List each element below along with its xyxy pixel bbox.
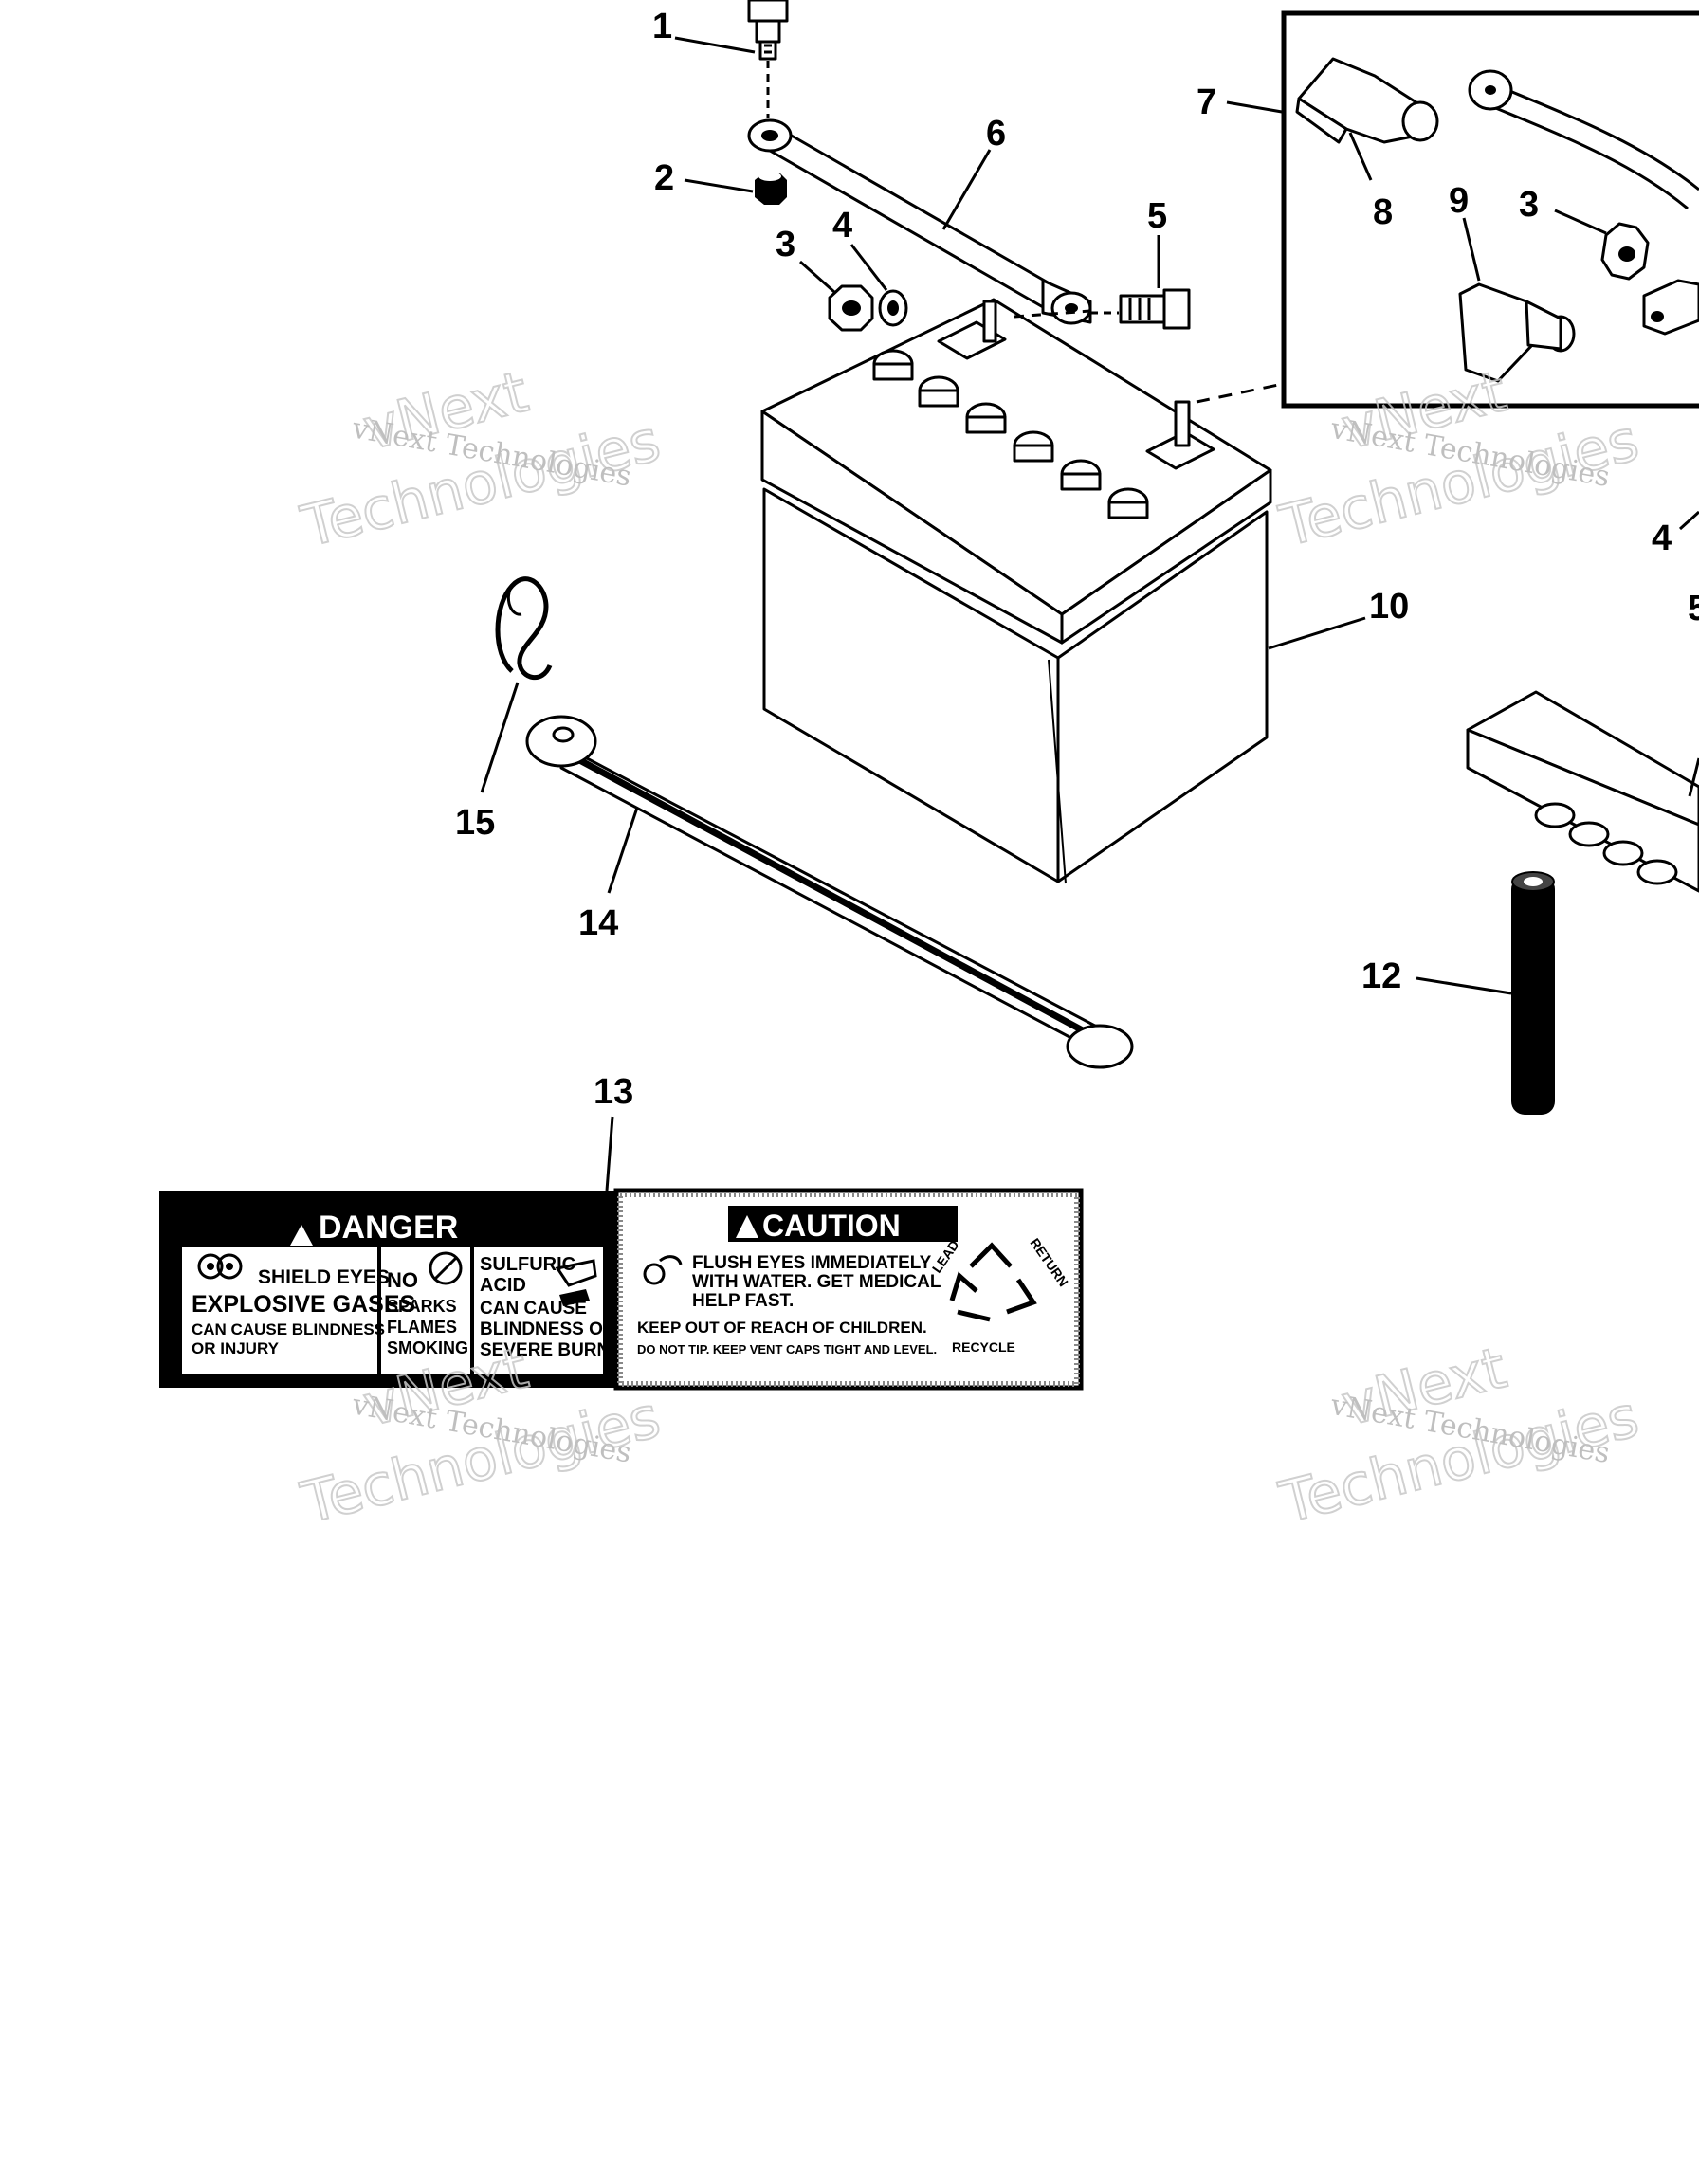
no-smoking-icon	[429, 1251, 463, 1285]
part-13-warning-decal: DANGER SHIELD EYES EXPLOSIVE GASES CAN C…	[159, 1188, 1084, 1391]
danger-panel2-line3: FLAMES	[387, 1318, 457, 1337]
caution-line3: HELP FAST.	[692, 1291, 794, 1311]
callout-6: 6	[986, 114, 1006, 154]
part-5-bolt	[1090, 288, 1191, 330]
danger-panel1-line1: SHIELD EYES	[258, 1266, 390, 1288]
leader-line-6	[941, 149, 992, 230]
callout-12: 12	[1361, 956, 1401, 996]
danger-panel2-line1: NO	[387, 1268, 418, 1292]
leader-line-4b	[1678, 510, 1699, 531]
callout-5b: 5	[1688, 589, 1699, 628]
leader-line-13	[605, 1116, 614, 1192]
callout-4a: 4	[832, 206, 852, 246]
caution-line5: DO NOT TIP. KEEP VENT CAPS TIGHT AND LEV…	[637, 1342, 937, 1356]
callout-5a: 5	[1147, 196, 1167, 236]
callout-3b: 3	[1519, 185, 1539, 225]
callout-13: 13	[594, 1072, 633, 1112]
caution-line1: FLUSH EYES IMMEDIATELY	[692, 1253, 932, 1273]
part-9-terminal-boot	[1458, 282, 1576, 383]
eye-wash-icon	[643, 1255, 683, 1285]
part-11-hold-down-partial	[1466, 690, 1699, 893]
callout-7: 7	[1197, 82, 1216, 122]
danger-panel1-line2: EXPLOSIVE GASES	[192, 1291, 415, 1318]
danger-panel3-line2: ACID	[480, 1275, 526, 1296]
watermark-bottom-right: vNext Technologies vNext Technologies	[1272, 1334, 1646, 1538]
battery-vent-caps	[872, 349, 1149, 519]
caution-header: CAUTION	[762, 1209, 901, 1243]
caution-line2: WITH WATER. GET MEDICAL	[692, 1272, 941, 1292]
danger-panel3-line5: SEVERE BURNS	[480, 1340, 622, 1360]
caution-line4: KEEP OUT OF REACH OF CHILDREN.	[637, 1319, 927, 1337]
leader-line-3a	[799, 260, 835, 294]
callout-15: 15	[455, 803, 495, 843]
leader-line-10	[1268, 616, 1366, 650]
leader-line-9	[1462, 217, 1481, 282]
part-2-nut	[755, 172, 787, 205]
danger-panel3-line3: CAN CAUSE	[480, 1299, 587, 1319]
danger-eye-icon	[197, 1253, 243, 1280]
leader-line-7	[1226, 100, 1283, 114]
callout-14: 14	[578, 903, 618, 943]
callout-10: 10	[1369, 587, 1409, 627]
recycle-label-bottom: RECYCLE	[952, 1339, 1015, 1355]
danger-panel1-line4: OR INJURY	[192, 1339, 280, 1357]
callout-3a: 3	[776, 225, 795, 264]
leader-line-8	[1348, 132, 1373, 181]
recycle-icon	[949, 1242, 1037, 1322]
leader-line-4a	[850, 244, 888, 291]
danger-panel2-line2: SPARKS	[387, 1297, 457, 1316]
part-6-battery-cable	[747, 118, 1092, 325]
part-10-battery	[760, 298, 1272, 884]
danger-panel3-line4: BLINDNESS OR	[480, 1320, 616, 1339]
watermark-top-left: vNext Technologies vNext Technologies	[294, 358, 667, 562]
connector-dash-2	[1014, 309, 1091, 318]
leader-line-3b	[1554, 209, 1607, 235]
part-15-s-hook	[495, 576, 553, 680]
watermark-bottom-left: vNext Technologies vNext Technologies	[294, 1335, 667, 1538]
part-8-terminal-boot	[1295, 57, 1439, 144]
part-3-flange-nut	[828, 284, 874, 332]
leader-line-2	[684, 178, 754, 193]
leader-line-15	[480, 682, 520, 793]
part-4-lock-washer	[878, 289, 908, 327]
part-14-ground-strap	[525, 715, 1134, 1069]
danger-panel3-line1: SULFURIC	[480, 1254, 575, 1275]
callout-4b: 4	[1652, 519, 1672, 558]
part-1-terminal-bolt	[747, 0, 789, 118]
part-3-nut-inset	[1600, 222, 1650, 281]
leader-line-12	[1416, 976, 1512, 995]
callout-1: 1	[652, 7, 672, 46]
callout-2: 2	[654, 158, 674, 198]
detail-inset-box	[1281, 10, 1699, 409]
callout-8: 8	[1373, 192, 1393, 232]
leader-line-14	[607, 807, 639, 894]
acid-hand-icon	[555, 1259, 597, 1306]
part-12-sleeve	[1511, 871, 1555, 1115]
leader-line-1	[674, 36, 756, 54]
danger-panel1-line3: CAN CAUSE BLINDNESS	[192, 1320, 385, 1338]
danger-panel2-line4: SMOKING	[387, 1338, 468, 1357]
danger-header: DANGER	[319, 1210, 458, 1246]
callout-9: 9	[1449, 181, 1469, 221]
